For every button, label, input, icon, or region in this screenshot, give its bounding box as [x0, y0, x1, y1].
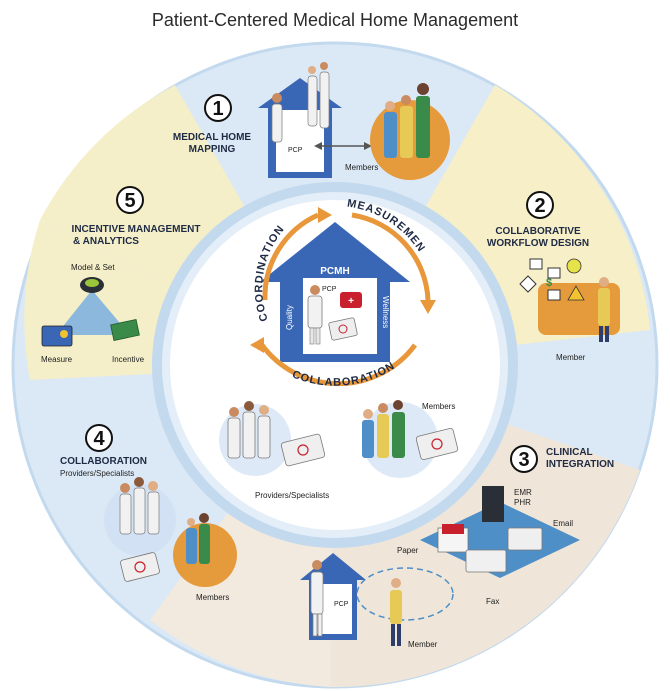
medical-bag-icon: +: [340, 292, 362, 308]
pcp-center-label: PCP: [322, 286, 337, 293]
arrow-head-top: [318, 207, 332, 223]
section-3-number: 3: [518, 449, 529, 471]
section-2-member: Member: [556, 353, 586, 362]
section-3-title-1: CLINICAL: [546, 447, 593, 458]
section-3-fax: Fax: [486, 597, 499, 606]
section-4-members: Members: [196, 593, 229, 602]
section-5-model: Model & Set: [71, 263, 115, 272]
diagram-title: Patient-Centered Medical Home Management: [151, 10, 519, 30]
section-2: 2 COLLABORATIVE WORKFLOW DESIGN $ Member: [487, 191, 620, 362]
inner-members-label: Members: [422, 402, 455, 411]
section-3-email: Email: [553, 519, 573, 528]
section-5: 5 INCENTIVE MANAGEMENT & ANALYTICS Model…: [41, 186, 201, 364]
section-4-subtitle: Providers/Specialists: [60, 469, 134, 478]
bottom-member: Member: [408, 640, 438, 649]
inner-providers-group: Providers/Specialists: [219, 401, 329, 500]
pcmh-label: PCMH: [320, 266, 349, 277]
section-3-paper: Paper: [397, 546, 419, 555]
inner-providers-label: Providers/Specialists: [255, 491, 329, 500]
section-5-title-1: INCENTIVE MANAGEMENT: [72, 224, 201, 235]
section-1: 1 MEDICAL HOME MAPPING PCP Members: [173, 62, 450, 180]
section-4-title: COLLABORATION: [60, 456, 147, 467]
dollar-icon: $: [546, 277, 552, 289]
pcmh-house: PCMH Quality Wellness PCP +: [260, 222, 410, 362]
section-1-title-2: MAPPING: [189, 144, 236, 155]
arrow-head-right: [420, 300, 436, 314]
section-2-title-1: COLLABORATIVE: [495, 226, 581, 237]
section-3-emr: EMR: [514, 488, 532, 497]
doctor-figure: [307, 285, 323, 345]
bottom-pcp-member: PCP Member: [300, 553, 454, 649]
quality-label: Quality: [285, 305, 294, 330]
wellness-label: Wellness: [381, 296, 390, 328]
section-3-title-2: INTEGRATION: [546, 459, 614, 470]
warning-icon: [567, 285, 585, 301]
cycle-arrows: [259, 212, 431, 387]
section-4-number: 4: [93, 428, 105, 450]
section-2-number: 2: [534, 195, 545, 217]
section-5-number: 5: [124, 190, 135, 212]
section-5-incentive: Incentive: [112, 355, 145, 364]
section-3: 3 CLINICAL INTEGRATION EMR PHR Email Pap…: [397, 445, 614, 606]
svg-text:+: +: [348, 296, 354, 307]
tablet-icon: [328, 317, 358, 341]
section-3-phr: PHR: [514, 498, 531, 507]
section-1-pcp: PCP: [288, 147, 303, 154]
section-4: 4 COLLABORATION Providers/Specialists Me…: [60, 424, 237, 602]
section-1-members: Members: [345, 163, 378, 172]
section-5-measure: Measure: [41, 355, 73, 364]
section-1-title-1: MEDICAL HOME: [173, 132, 251, 143]
section-2-title-2: WORKFLOW DESIGN: [487, 238, 589, 249]
section-1-number: 1: [212, 98, 223, 120]
arrow-head-bottom: [250, 337, 264, 353]
bottom-pcp: PCP: [334, 601, 349, 608]
section-5-title-2: & ANALYTICS: [73, 236, 139, 247]
inner-members-group: Members: [362, 400, 459, 478]
